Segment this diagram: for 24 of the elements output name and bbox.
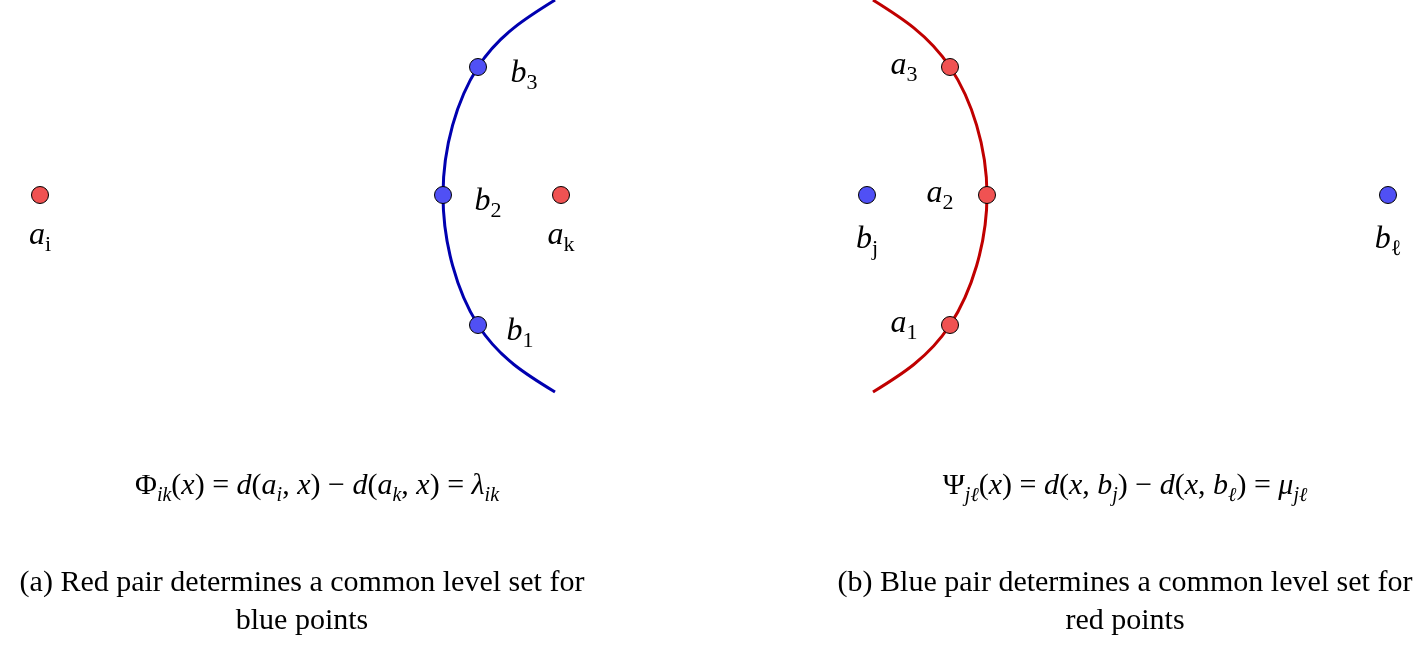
point-label: b$_{3}$ (510, 54, 538, 94)
point-marker (1379, 186, 1397, 204)
caption: (b) Blue pair determines a common level set for red points (836, 563, 1414, 637)
point-label: b$_{j}$ (855, 220, 879, 260)
point-marker (469, 58, 487, 76)
formula: Ψ$_{jℓ}$(x) = d(x, b$_{j}$) − d(x, b$_{ℓ}$) = μ$_{jℓ}$ (942, 466, 1308, 506)
point-label: a$_{2}$ (926, 174, 954, 214)
caption: (a) Red pair determines a common level set for blue points (18, 563, 586, 637)
point-marker (941, 58, 959, 76)
point-label: b$_{ℓ}$ (1374, 220, 1402, 260)
point-label: a$_{3}$ (890, 46, 918, 86)
point-label: b$_{1}$ (506, 312, 534, 352)
point-marker (31, 186, 49, 204)
point-marker (552, 186, 570, 204)
point-label: a$_{i}$ (28, 216, 52, 256)
point-label: a$_{1}$ (890, 304, 918, 344)
point-marker (469, 316, 487, 334)
point-marker (978, 186, 996, 204)
point-label: a$_{k}$ (547, 216, 575, 256)
point-marker (858, 186, 876, 204)
point-marker (941, 316, 959, 334)
point-label: b$_{2}$ (474, 182, 502, 222)
point-marker (434, 186, 452, 204)
formula: Φ$_{ik}$(x) = d(a$_{i}$, x) − d(a$_{k}$, x) = λ$_{ik}$ (135, 466, 499, 506)
